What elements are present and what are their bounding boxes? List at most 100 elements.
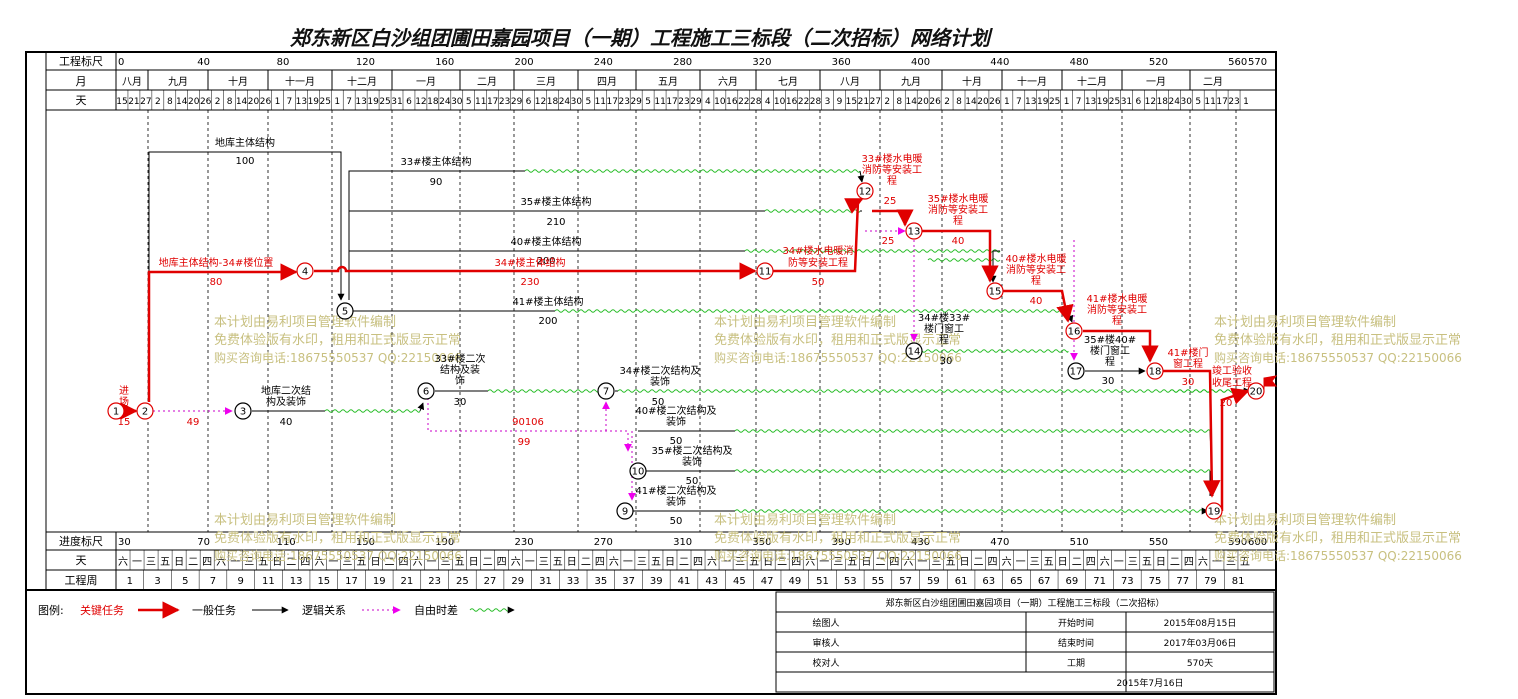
progress-tick: 150 bbox=[356, 537, 375, 548]
month-cell: 十月 bbox=[962, 75, 982, 88]
task-duration: 30 bbox=[454, 397, 467, 408]
week-cell: 25 bbox=[456, 576, 469, 587]
day-cell: 26 bbox=[260, 97, 272, 107]
node-circle bbox=[417, 382, 435, 400]
week-cell: 33 bbox=[567, 576, 580, 587]
day-cell: 12 bbox=[415, 97, 426, 107]
week-cell: 53 bbox=[844, 576, 857, 587]
day-cell: 11 bbox=[654, 97, 665, 107]
weekday-cell: 四 bbox=[988, 557, 998, 568]
day-cell: 25 bbox=[320, 97, 331, 107]
node-number: 11 bbox=[759, 267, 772, 278]
info-duration-label: 工期 bbox=[1067, 658, 1085, 669]
node-number: 17 bbox=[1070, 367, 1083, 378]
node-circle bbox=[136, 402, 154, 420]
weekday-cell: 二 bbox=[384, 557, 394, 568]
day-cell: 12 bbox=[535, 97, 546, 107]
progress-tick: 390 bbox=[832, 537, 851, 548]
task-duration: 200 bbox=[538, 316, 557, 327]
critical-path bbox=[120, 197, 1250, 511]
watermark-line: 本计划由易利项目管理软件编制 bbox=[1214, 315, 1396, 330]
task-duration: 210 bbox=[546, 217, 565, 228]
legend-float-line bbox=[469, 608, 511, 612]
task-label: 35#楼主体结构 bbox=[520, 195, 591, 208]
day-cell: 6 bbox=[1136, 97, 1142, 107]
task-duration: 50 bbox=[670, 436, 683, 447]
week-cell: 21 bbox=[401, 576, 414, 587]
task-label: 33#楼二次 bbox=[434, 352, 485, 365]
node-number: 15 bbox=[989, 287, 1002, 298]
day-cell: 5 bbox=[585, 97, 591, 107]
legend-normal-label: 一般任务 bbox=[192, 604, 236, 617]
weekday-cell: 五 bbox=[945, 557, 955, 568]
day-label: 天 bbox=[76, 94, 87, 107]
weekday-label: 天 bbox=[76, 554, 87, 567]
weekday-cell: 四 bbox=[1184, 557, 1194, 568]
watermarks: 本计划由易利项目管理软件编制免费体验版有水印，租用和正式版显示正常购买咨询电话:… bbox=[214, 315, 1462, 563]
week-cell: 15 bbox=[317, 576, 330, 587]
week-cell: 5 bbox=[182, 576, 188, 587]
day-cell: 27 bbox=[870, 97, 881, 107]
day-cell: 18 bbox=[547, 97, 559, 107]
day-cell: 20 bbox=[188, 97, 200, 107]
week-cell: 1 bbox=[127, 576, 133, 587]
month-cell: 十一月 bbox=[1017, 75, 1047, 88]
weekday-cell: 四 bbox=[595, 557, 605, 568]
weekday-cell: 三 bbox=[244, 557, 254, 568]
weekday-cell: 三 bbox=[931, 557, 941, 568]
day-cell: 18 bbox=[1157, 97, 1169, 107]
day-cell: 3 bbox=[825, 97, 831, 107]
scale-tick: 240 bbox=[594, 57, 613, 68]
day-cell: 19 bbox=[367, 97, 379, 107]
day-cell: 29 bbox=[630, 97, 642, 107]
node-circle bbox=[986, 282, 1004, 300]
finish-flag-icon bbox=[1263, 375, 1278, 391]
month-cell: 十一月 bbox=[285, 75, 315, 88]
week-cell: 7 bbox=[210, 576, 216, 587]
weekday-cell: 六 bbox=[413, 556, 423, 568]
task-label: 41#楼水电暖 bbox=[1086, 292, 1147, 305]
day-cell: 14 bbox=[905, 97, 917, 107]
weekday-cell: 三 bbox=[539, 557, 549, 568]
node-circle bbox=[1146, 362, 1164, 380]
task-label: 窗工程 bbox=[1173, 357, 1203, 370]
node-number: 12 bbox=[859, 187, 872, 198]
node-circle bbox=[597, 382, 615, 400]
day-cell: 11 bbox=[595, 97, 606, 107]
task-label: 33#楼主体结构 bbox=[400, 155, 471, 168]
node-circle bbox=[1067, 362, 1085, 380]
task-label: 竣工验收 bbox=[1212, 364, 1252, 377]
week-cell: 51 bbox=[816, 576, 829, 587]
weekday-cell: 四 bbox=[791, 557, 801, 568]
week-cell: 45 bbox=[733, 576, 746, 587]
day-cell: 10 bbox=[714, 97, 726, 107]
weekday-cell: 一 bbox=[1212, 557, 1222, 568]
week-label: 工程周 bbox=[65, 574, 98, 587]
progress-tick: 350 bbox=[752, 537, 771, 548]
month-cell: 九月 bbox=[168, 76, 188, 88]
weekday-cell: 六 bbox=[314, 556, 324, 568]
day-cell: 8 bbox=[167, 97, 173, 107]
task-duration: 30 bbox=[1182, 377, 1195, 388]
node-circle bbox=[107, 402, 125, 420]
weekday-cell: 四 bbox=[889, 557, 899, 568]
month-cell: 六月 bbox=[718, 76, 738, 88]
node-number: 14 bbox=[908, 347, 921, 358]
day-cell: 8 bbox=[227, 97, 233, 107]
info-start-label: 开始时间 bbox=[1058, 617, 1094, 629]
task-duration: 230 bbox=[520, 277, 539, 288]
week-cell: 47 bbox=[761, 576, 774, 587]
watermark-line: 购买咨询电话:18675550537 QQ:22150066 bbox=[714, 350, 962, 365]
day-cell: 15 bbox=[116, 97, 127, 107]
task-label: 程 bbox=[1105, 356, 1115, 368]
task-label: 40#楼水电暖 bbox=[1005, 252, 1066, 265]
task-label: 地库二次结 bbox=[261, 384, 311, 397]
task-label: 35#楼二次结构及 bbox=[651, 444, 732, 457]
day-cell: 14 bbox=[236, 97, 248, 107]
day-cell: 28 bbox=[810, 97, 822, 107]
month-cell: 十二月 bbox=[347, 75, 377, 88]
info-reviewer-label: 审核人 bbox=[812, 637, 839, 649]
weekday-cell: 二 bbox=[777, 557, 787, 568]
weekday-cell: 三 bbox=[1128, 557, 1138, 568]
task-label: 场 bbox=[119, 395, 129, 408]
